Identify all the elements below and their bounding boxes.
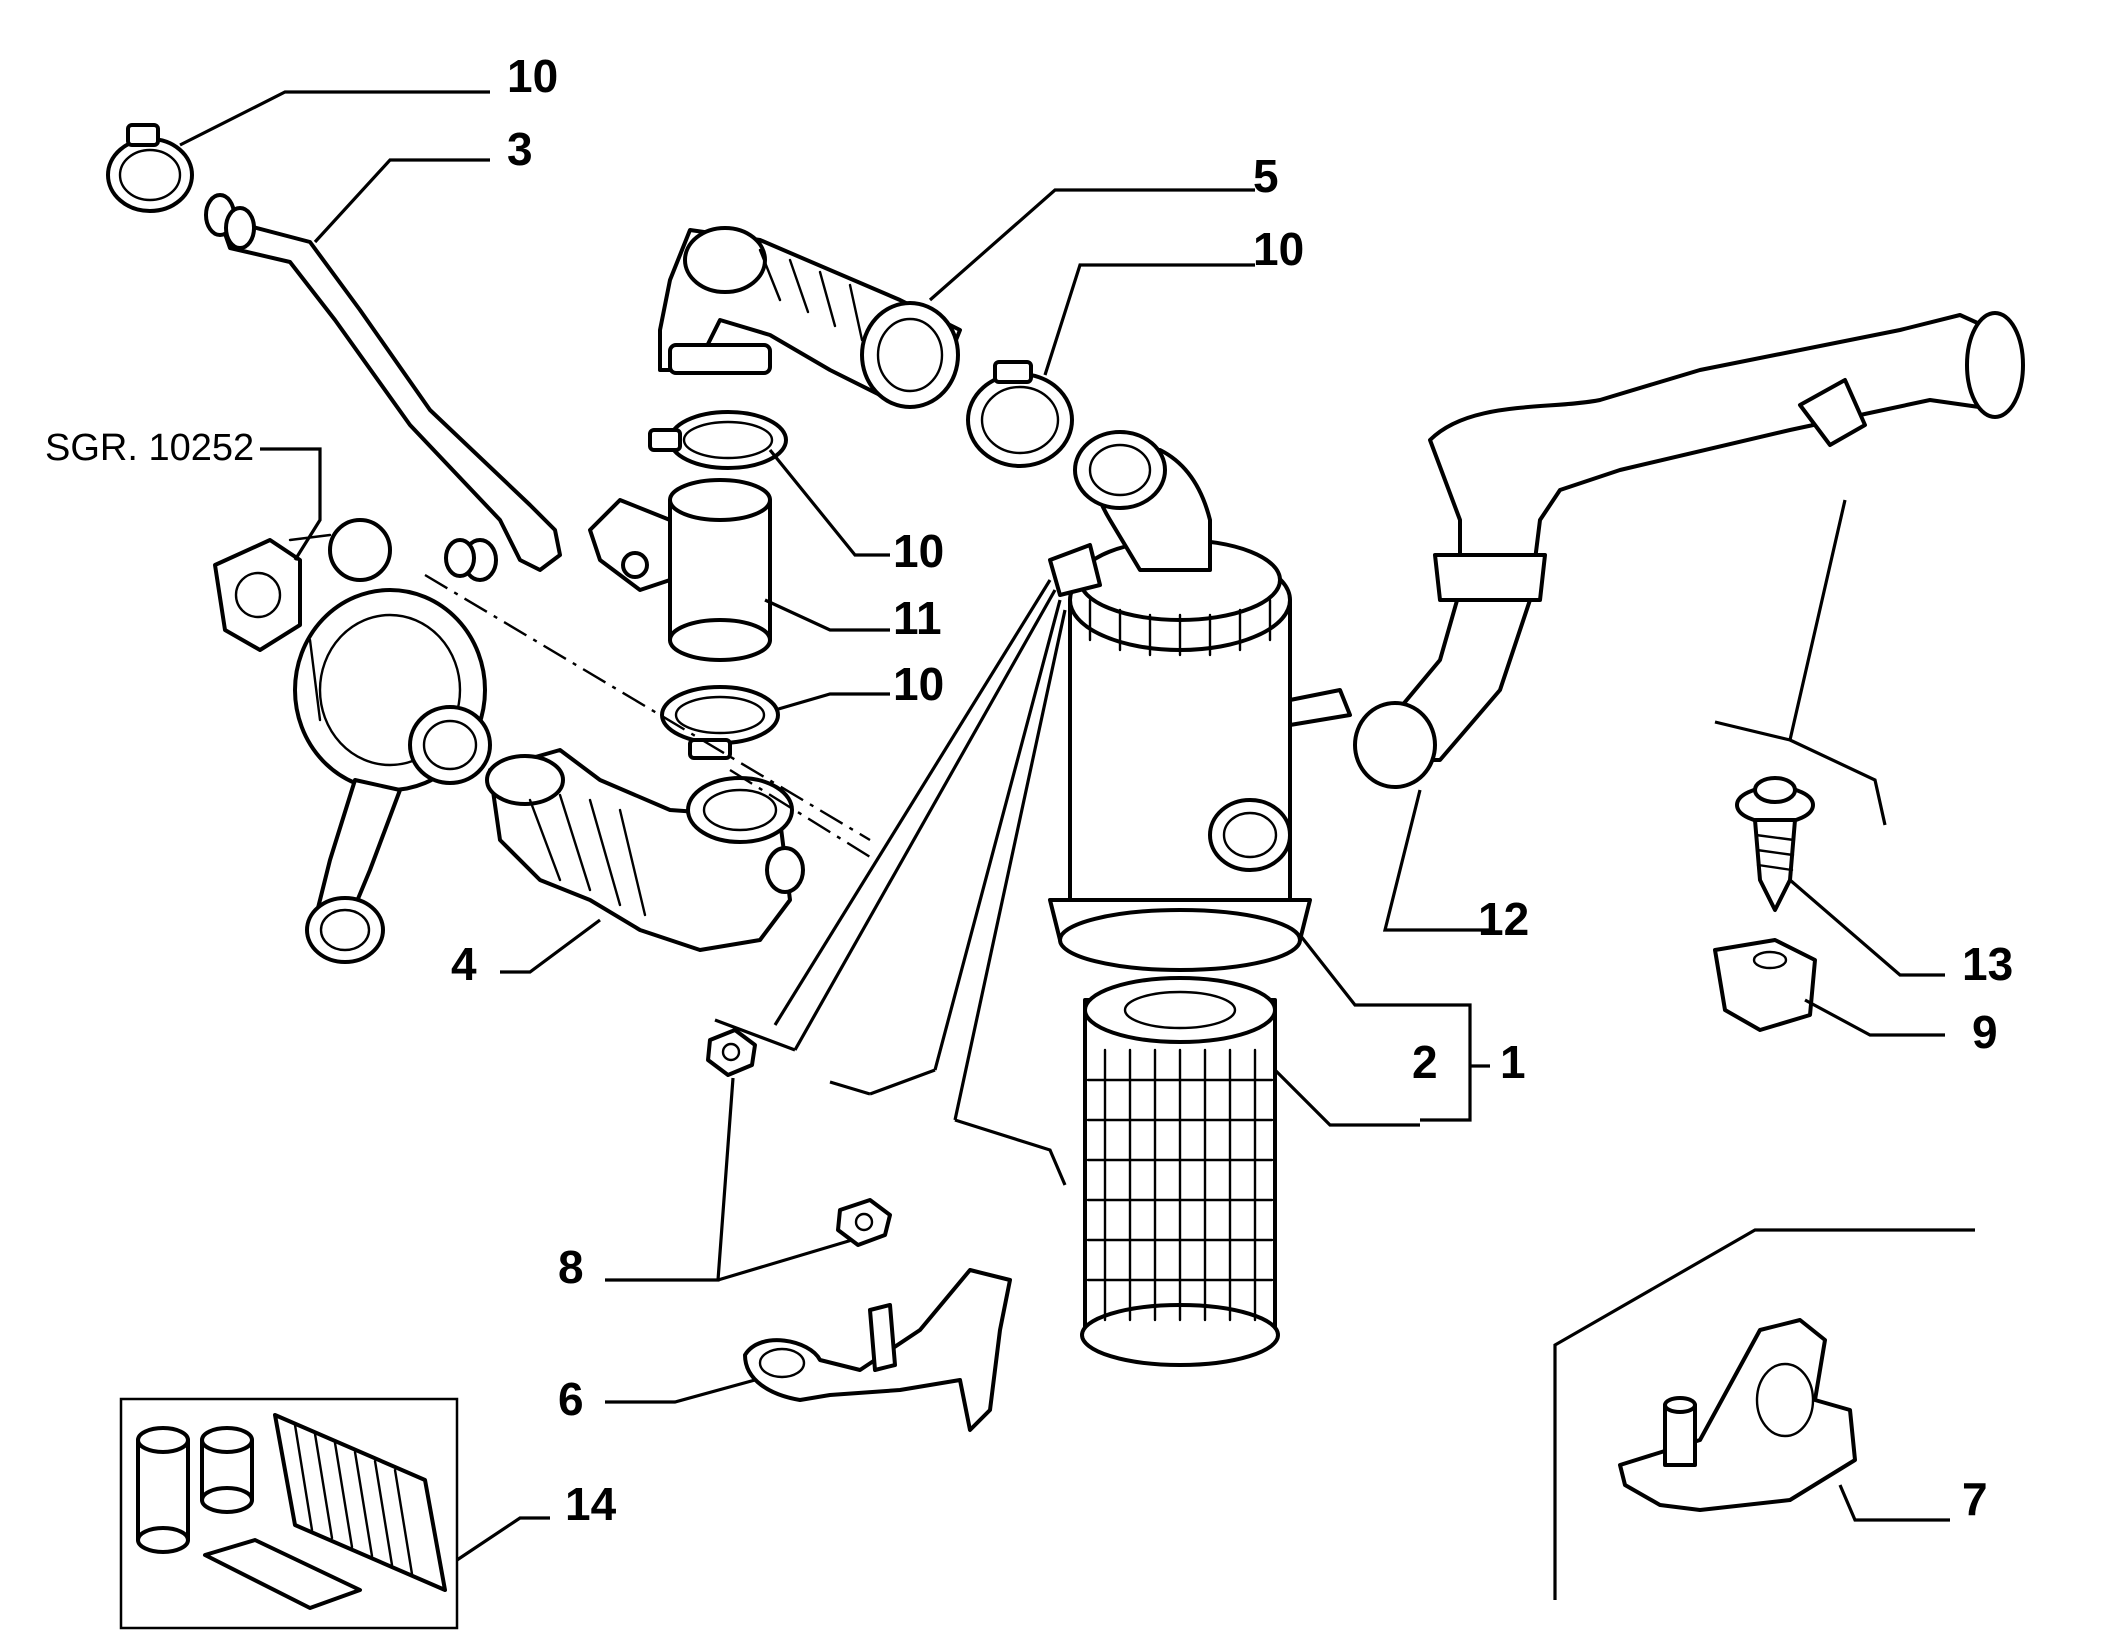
label-part-10: 10: [893, 658, 944, 710]
hose-clamp-icon: [106, 123, 194, 213]
clip-nut-icon: [1713, 938, 1817, 1032]
bracket-icon: [743, 1268, 1012, 1432]
label-part-10: 10: [893, 525, 944, 577]
screw-icon: [1735, 776, 1815, 912]
hose-clamp-icon: [966, 360, 1074, 468]
hose-clamp-icon: [660, 685, 780, 760]
label-part-5: 5: [1253, 150, 1279, 202]
label-part-6: 6: [558, 1373, 584, 1425]
air-hose-icon: [485, 748, 805, 952]
label-part-10: 10: [1253, 223, 1304, 275]
label-part-9: 9: [1972, 1006, 1998, 1058]
label-part-13: 13: [1962, 938, 2013, 990]
intake-duct-icon: [1353, 311, 2025, 789]
air-hose-icon: [204, 193, 562, 582]
intake-duct-icon: [588, 478, 772, 662]
label-part-12: 12: [1478, 893, 1529, 945]
label-part-7: 7: [1962, 1473, 1988, 1525]
alignment-line: [729, 768, 876, 862]
service-kit-icon: [119, 1397, 459, 1630]
air-filter-housing-icon: [1048, 430, 1352, 972]
nut-icon: [706, 1028, 892, 1247]
label-part-1: 1: [1500, 1036, 1526, 1088]
air-hose-icon: [658, 226, 962, 409]
label-part-14: 14: [565, 1478, 617, 1530]
label-part-2: 2: [1412, 1036, 1438, 1088]
label-reference-group: SGR. 10252: [45, 427, 254, 469]
turbocharger-icon: [213, 518, 492, 964]
alignment-line: [424, 573, 871, 842]
bracket-icon: [1618, 1318, 1857, 1512]
label-part-10: 10: [507, 50, 558, 102]
label-part-8: 8: [558, 1241, 584, 1293]
leader-lines: [179, 90, 1975, 1600]
label-part-3: 3: [507, 123, 533, 175]
label-part-4: 4: [451, 938, 477, 990]
hose-clamp-icon: [648, 410, 788, 470]
label-part-11: 11: [893, 592, 942, 644]
filter-cartridge-icon: [1080, 976, 1280, 1367]
